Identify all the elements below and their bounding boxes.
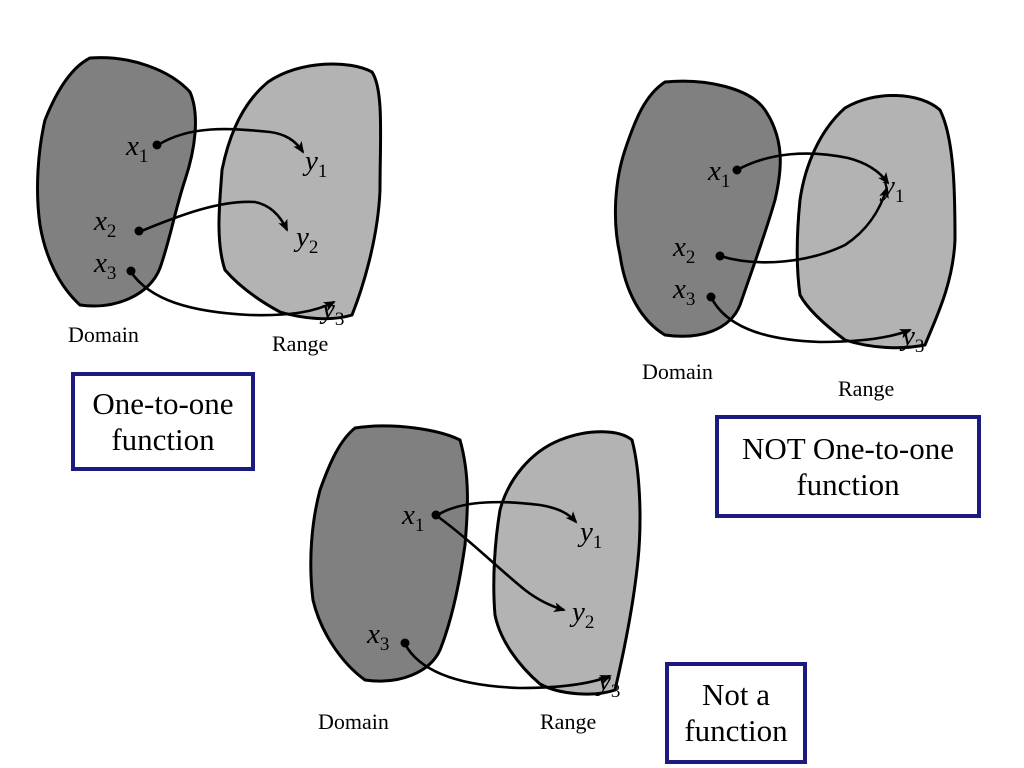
label-y2: y2 [293, 221, 318, 258]
label-y3: y3 [319, 293, 344, 330]
point-x2 [134, 226, 144, 236]
range-label: Range [272, 331, 328, 356]
caption-line: function [796, 466, 900, 502]
caption-not-one-to-one: NOT One-to-one function [715, 415, 981, 518]
domain-label: Domain [68, 322, 139, 347]
label-x3: x3 [366, 618, 389, 655]
label-y3: y3 [595, 665, 620, 702]
label-x2: x2 [93, 205, 116, 242]
mapping-arrow-x1-y1 [157, 127, 305, 154]
label-y2: y2 [569, 596, 594, 633]
point-x3 [126, 266, 136, 276]
label-x3: x3 [93, 247, 116, 284]
label-y1: y1 [302, 145, 327, 182]
caption-line: function [111, 421, 215, 457]
label-x1: x1 [401, 499, 424, 536]
caption-line: One-to-one [92, 385, 234, 421]
range-set [492, 430, 642, 696]
domain-set [613, 79, 782, 338]
point-x1 [152, 140, 162, 150]
point-x1 [732, 165, 742, 175]
mapping-arrow-x1-y1 [435, 500, 578, 524]
point-x3 [400, 638, 410, 648]
point-x3 [706, 292, 716, 302]
point-x1 [431, 510, 441, 520]
domain-set [309, 424, 469, 683]
label-y1: y1 [577, 516, 602, 553]
label-y1: y1 [879, 170, 904, 207]
label-x1: x1 [707, 155, 730, 192]
mapping-arrow-x3-y3 [129, 271, 336, 317]
diagram-not-one-to-one: x1 x2 x3 y1 y3 Domain Range [613, 79, 957, 401]
mapping-arrow-x1-y2 [436, 514, 566, 613]
label-x1: x1 [125, 130, 148, 167]
label-y3: y3 [899, 320, 924, 357]
mapping-arrow-x3-y3 [709, 296, 912, 344]
caption-line: NOT One-to-one [741, 430, 955, 466]
range-set [795, 93, 957, 350]
range-label: Range [838, 376, 894, 401]
mapping-arrow-x2-y1 [719, 186, 889, 264]
caption-one-to-one: One-to-one function [71, 372, 255, 471]
mapping-arrow-x3-y3 [403, 643, 612, 690]
caption-line: function [684, 713, 788, 748]
mapping-arrow-x1-y1 [736, 152, 890, 185]
caption-not-a-function: Not a function [665, 662, 807, 764]
caption-line: Not a [701, 677, 770, 713]
range-set [217, 62, 383, 321]
domain-set [36, 56, 197, 308]
domain-label: Domain [642, 359, 713, 384]
mapping-arrow-x2-y2 [138, 200, 289, 234]
domain-label: Domain [318, 709, 389, 734]
diagram-one-to-one: x1 x2 x3 y1 y2 y3 Domain Range [36, 56, 383, 356]
diagram-not-a-function: x1 x3 y1 y2 y3 Domain Range [309, 424, 642, 734]
label-x3: x3 [672, 273, 695, 310]
label-x2: x2 [672, 231, 695, 268]
range-label: Range [540, 709, 596, 734]
point-x2 [715, 251, 725, 261]
